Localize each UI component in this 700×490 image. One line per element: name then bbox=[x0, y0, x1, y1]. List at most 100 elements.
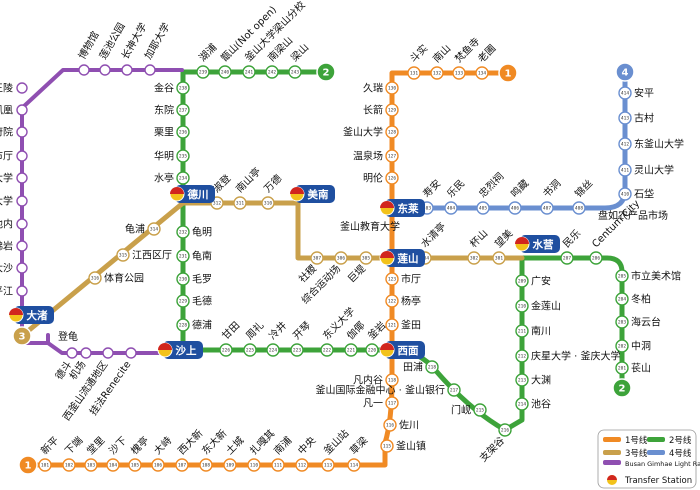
station-marker[interactable] bbox=[233, 196, 247, 210]
station-marker[interactable] bbox=[176, 149, 190, 163]
station-marker[interactable] bbox=[176, 125, 190, 139]
station-marker[interactable] bbox=[199, 458, 213, 472]
station-marker[interactable] bbox=[16, 195, 28, 207]
station-marker[interactable] bbox=[380, 439, 394, 453]
station-marker[interactable] bbox=[515, 274, 529, 288]
station-marker[interactable] bbox=[247, 458, 261, 472]
station-marker[interactable] bbox=[288, 65, 302, 79]
station-marker[interactable] bbox=[385, 171, 399, 185]
station-marker[interactable] bbox=[16, 172, 28, 184]
hub-badge[interactable] bbox=[14, 306, 54, 324]
station-marker[interactable] bbox=[265, 65, 279, 79]
station-marker[interactable] bbox=[243, 343, 257, 357]
station-marker[interactable] bbox=[475, 66, 489, 80]
station-marker[interactable] bbox=[447, 383, 461, 397]
station-bgl-10[interactable]: 平江 bbox=[0, 285, 28, 298]
station-marker[interactable] bbox=[498, 423, 512, 437]
transfer-hub-seomyeon[interactable]: 西面 bbox=[379, 341, 425, 359]
station-marker[interactable] bbox=[515, 397, 529, 411]
station-marker[interactable] bbox=[618, 111, 632, 125]
station-marker[interactable] bbox=[62, 458, 76, 472]
station-marker[interactable] bbox=[66, 347, 78, 359]
station-marker[interactable] bbox=[16, 240, 28, 252]
station-marker[interactable] bbox=[359, 251, 373, 265]
station-marker[interactable] bbox=[444, 201, 458, 215]
station-marker[interactable] bbox=[295, 458, 309, 472]
station-marker[interactable] bbox=[467, 251, 481, 265]
hub-badge[interactable] bbox=[163, 341, 203, 359]
station-marker[interactable] bbox=[515, 373, 529, 387]
station-bgl-6[interactable]: 金海大学 bbox=[0, 195, 28, 208]
station-marker[interactable] bbox=[261, 196, 275, 210]
station-marker[interactable] bbox=[78, 64, 90, 76]
line2-terminal[interactable]: 2 bbox=[316, 62, 336, 82]
hub-badge[interactable] bbox=[385, 341, 425, 359]
station-marker[interactable] bbox=[615, 292, 629, 306]
station-marker[interactable] bbox=[334, 251, 348, 265]
station-marker[interactable] bbox=[290, 343, 304, 357]
transfer-hub-sasang[interactable]: 沙上 bbox=[157, 341, 203, 359]
station-l3-308[interactable]: 釜山教育大学 bbox=[340, 220, 400, 233]
station-marker[interactable] bbox=[266, 343, 280, 357]
station-marker[interactable] bbox=[176, 171, 190, 185]
station-marker[interactable] bbox=[16, 104, 28, 116]
station-marker[interactable] bbox=[218, 65, 232, 79]
station-marker[interactable] bbox=[589, 251, 603, 265]
line1-terminal[interactable]: 1 bbox=[18, 455, 38, 475]
station-bgl-9[interactable]: 大沙 bbox=[0, 262, 28, 275]
station-marker[interactable] bbox=[175, 458, 189, 472]
line2-terminal[interactable]: 2 bbox=[612, 378, 632, 398]
station-bgl-7[interactable]: 池内 bbox=[0, 218, 28, 231]
station-marker[interactable] bbox=[176, 272, 190, 286]
terminal-marker[interactable] bbox=[12, 326, 32, 346]
terminal-marker[interactable] bbox=[498, 63, 518, 83]
station-marker[interactable] bbox=[618, 137, 632, 151]
station-marker[interactable] bbox=[176, 294, 190, 308]
station-marker[interactable] bbox=[310, 251, 324, 265]
station-marker[interactable] bbox=[476, 201, 490, 215]
line1-terminal[interactable]: 1 bbox=[498, 63, 518, 83]
station-marker[interactable] bbox=[16, 285, 28, 297]
station-marker[interactable] bbox=[347, 458, 361, 472]
terminal-marker[interactable] bbox=[615, 62, 635, 82]
station-marker[interactable] bbox=[144, 64, 156, 76]
station-bgl-15[interactable]: 登龟 bbox=[58, 330, 78, 343]
station-marker[interactable] bbox=[615, 339, 629, 353]
station-marker[interactable] bbox=[407, 66, 421, 80]
station-bgl-5[interactable]: 仁济大学 bbox=[0, 172, 28, 185]
station-marker[interactable] bbox=[196, 65, 210, 79]
station-marker[interactable] bbox=[385, 373, 399, 387]
station-marker[interactable] bbox=[116, 248, 130, 262]
transfer-hub-deojeo[interactable]: 大渚 bbox=[8, 306, 54, 324]
station-marker[interactable] bbox=[618, 163, 632, 177]
station-marker[interactable] bbox=[385, 396, 399, 410]
station-marker[interactable] bbox=[176, 81, 190, 95]
station-marker[interactable] bbox=[385, 125, 399, 139]
line3-terminal[interactable]: 3 bbox=[12, 326, 32, 346]
station-bgl-2[interactable]: 凤凰 bbox=[0, 104, 28, 117]
station-marker[interactable] bbox=[515, 299, 529, 313]
station-marker[interactable] bbox=[385, 149, 399, 163]
station-marker[interactable] bbox=[176, 103, 190, 117]
terminal-marker[interactable] bbox=[612, 378, 632, 398]
station-marker[interactable] bbox=[385, 294, 399, 308]
transfer-hub-dongnae[interactable]: 东莱 bbox=[379, 199, 425, 217]
station-marker[interactable] bbox=[102, 347, 114, 359]
transfer-hub-suyeong[interactable]: 水营 bbox=[514, 235, 560, 253]
